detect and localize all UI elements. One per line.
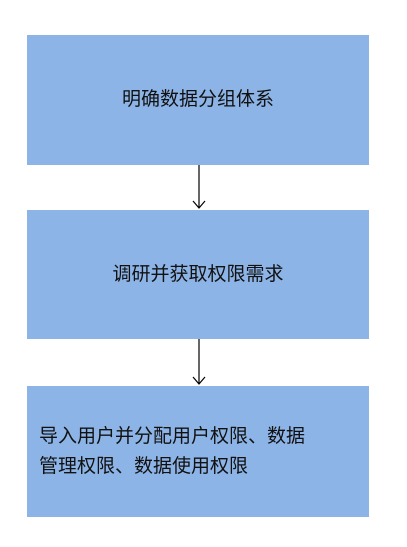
flow-step-1-label: 明确数据分组体系 (121, 88, 274, 111)
flow-step-2-label: 调研并获取权限需求 (112, 262, 284, 285)
flow-step-3: 导入用户并分配用户权限、数据 管理权限、数据使用权限 (27, 386, 369, 517)
down-arrow-icon (192, 339, 206, 385)
flow-step-1: 明确数据分组体系 (27, 35, 369, 165)
flow-step-2: 调研并获取权限需求 (27, 210, 369, 339)
down-arrow-icon (192, 165, 206, 209)
flow-step-3-label: 导入用户并分配用户权限、数据 管理权限、数据使用权限 (39, 425, 306, 477)
